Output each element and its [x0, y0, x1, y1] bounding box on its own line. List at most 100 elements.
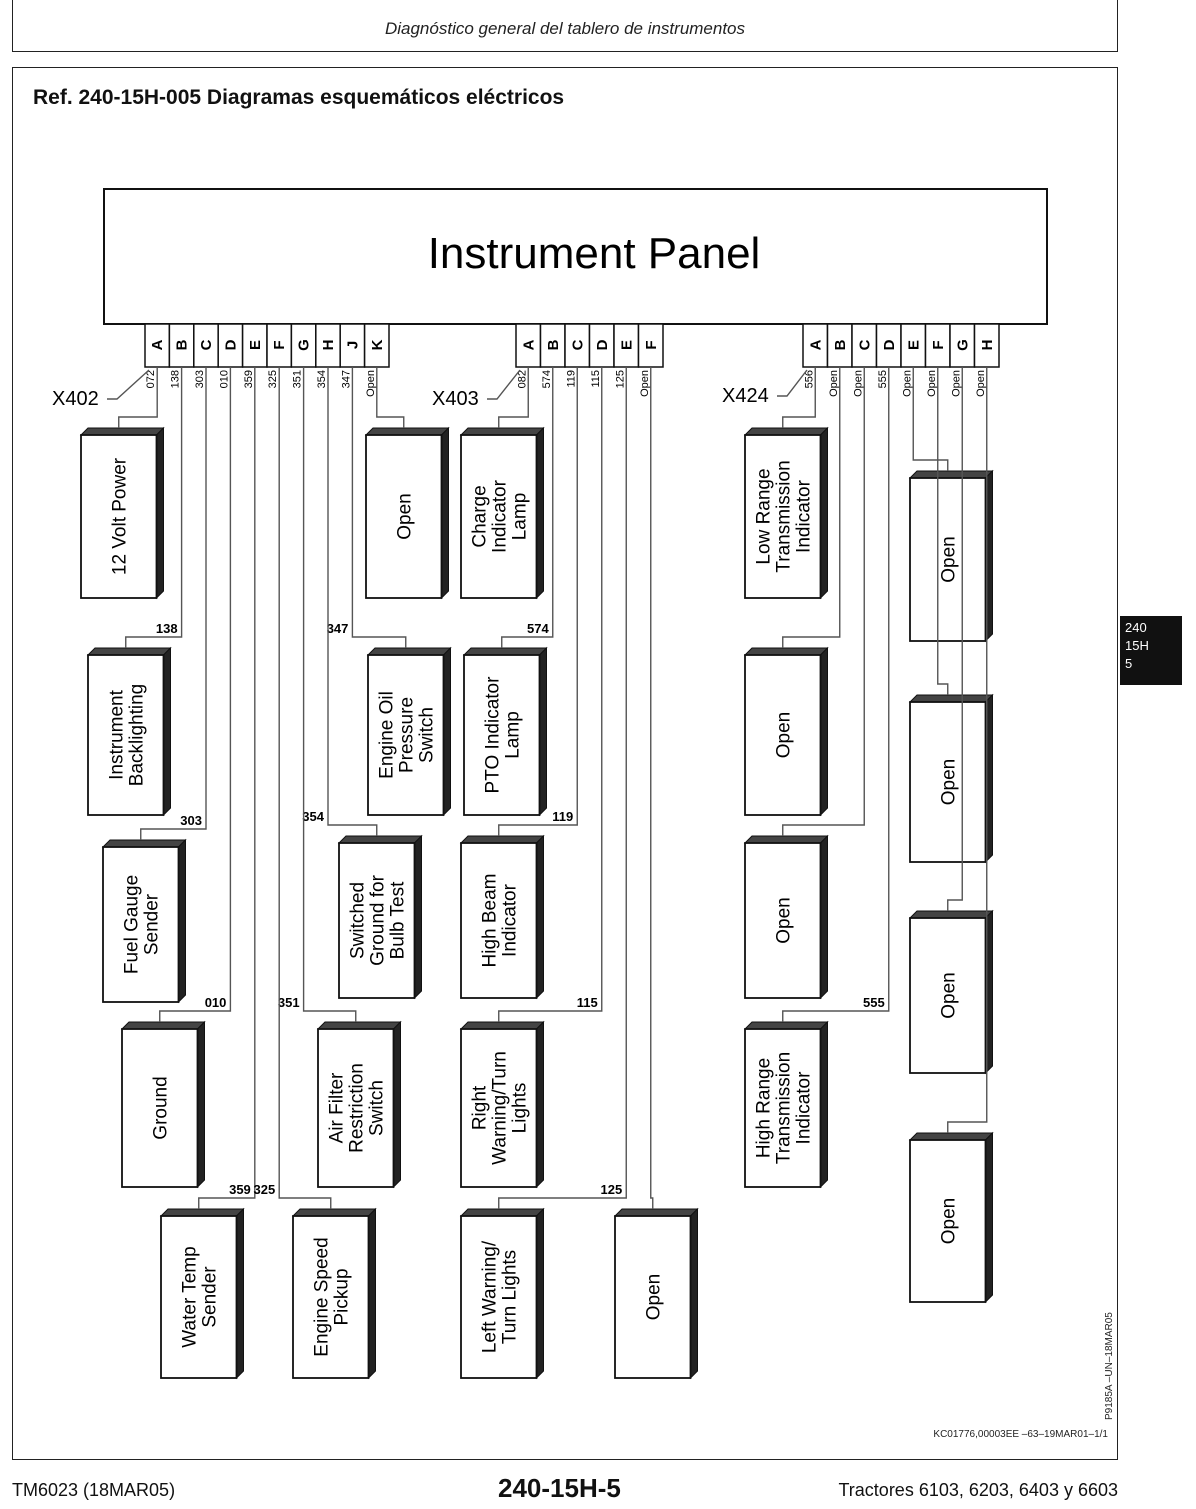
wire [937, 367, 949, 695]
component-box-top [459, 835, 545, 844]
component-label: Transmission [773, 1052, 794, 1164]
component-label: Indicator [499, 883, 520, 957]
component-label: Lamp [509, 493, 530, 541]
component-label: Water Temp [179, 1246, 200, 1347]
component-label: Indicator [793, 479, 814, 553]
wire [118, 367, 158, 428]
connector-pin [315, 323, 341, 368]
wire-number-label: 010 [205, 995, 227, 1010]
connector-wire-number: Open [926, 370, 938, 397]
component-box [367, 654, 445, 816]
component-box-side [368, 1207, 376, 1380]
connector-leader-line [487, 369, 521, 400]
component-box-side [820, 426, 828, 600]
connector-pin [539, 323, 566, 368]
component-box-side [536, 426, 544, 600]
component-box-side [536, 834, 544, 1000]
component-box-top [613, 1208, 699, 1217]
connector-wire-number: 351 [292, 370, 304, 388]
component-label: Engine Oil [376, 691, 397, 779]
connector-wire-number: 574 [541, 370, 553, 388]
component-box-side [441, 426, 449, 600]
connector-pin-label: B [545, 339, 562, 350]
footer-page-number: 240-15H-5 [498, 1473, 621, 1503]
connector-pin [900, 323, 927, 368]
figure-code: P9185A –UN–18MAR05 [1104, 1312, 1115, 1420]
connector-pin [613, 323, 640, 368]
connector-wire-number: 010 [218, 370, 230, 388]
connector-wire-number: 072 [145, 370, 157, 388]
component-box-top [459, 1021, 545, 1030]
component-label: Lamp [502, 711, 523, 759]
component-box-top [908, 910, 994, 919]
wire-number-label: 115 [577, 995, 598, 1010]
component-label: Switch [416, 707, 437, 763]
wire [498, 367, 529, 428]
wire [159, 367, 232, 1022]
component-box-side [985, 1131, 993, 1304]
component-box-top [101, 839, 187, 848]
component-box-top [908, 694, 994, 703]
page-header: Diagnóstico general del tablero de instr… [12, 0, 1118, 52]
component-label: Air Filter [326, 1072, 347, 1143]
connector-pin-label: J [344, 341, 361, 349]
content-frame [12, 67, 1118, 1460]
connector-pin-label: K [369, 339, 386, 350]
component-box-side [156, 426, 164, 600]
component-box-top [159, 1208, 245, 1217]
component-label: Switched [347, 882, 368, 959]
component-box [460, 842, 538, 999]
connector-wire-number: Open [901, 370, 913, 397]
component-box-top [364, 427, 450, 436]
wire-number-label: 359 [229, 1182, 251, 1197]
connector-wire-number: Open [639, 370, 651, 397]
footer-manual-id: TM6023 (18MAR05) [12, 1480, 176, 1500]
connector-wire-number: Open [852, 370, 864, 397]
wire-number-label: 574 [527, 621, 549, 636]
connector-pin [266, 323, 293, 368]
instrument-panel-box [103, 188, 1048, 325]
connector-wire-number: Open [975, 370, 987, 397]
component-box [80, 434, 158, 599]
header-title: Diagnóstico general del tablero de instr… [384, 19, 746, 38]
component-label: Open [773, 897, 794, 943]
connector-pin-label: H [320, 340, 337, 351]
connector-pin-label: G [296, 339, 313, 351]
component-box-top [86, 647, 172, 656]
connector-wire-number: 138 [170, 370, 182, 388]
connector-wire-number: 354 [316, 370, 328, 388]
instrument-panel-label: Instrument Panel [428, 229, 761, 278]
wire [302, 367, 357, 1022]
connector-wire-number: Open [828, 370, 840, 397]
component-label: Pickup [331, 1268, 352, 1325]
component-box-top [459, 1208, 545, 1217]
connector-wire-number: 115 [590, 370, 602, 388]
component-box-side [820, 646, 828, 817]
component-box [121, 1028, 199, 1188]
component-box [744, 654, 822, 816]
connector-pin-label: A [520, 339, 537, 350]
component-label: Indicator [793, 1071, 814, 1145]
component-label: Engine Speed [311, 1237, 332, 1356]
wire [125, 367, 183, 648]
component-box-side [236, 1207, 244, 1380]
component-box-side [443, 646, 451, 817]
wire [198, 367, 256, 1209]
component-box-top [743, 1021, 829, 1030]
component-box-top [291, 1208, 377, 1217]
component-box-top [743, 647, 829, 656]
wire [327, 367, 378, 836]
component-label: Turn Lights [499, 1250, 520, 1344]
connector-pin-label: F [643, 340, 660, 349]
connector-wire-number: 556 [803, 370, 815, 388]
section-tab-line1: 240 [1125, 620, 1147, 635]
component-label: High Beam [479, 874, 500, 968]
wire-number-label: 125 [601, 1182, 623, 1197]
component-label: Charge [469, 485, 490, 547]
component-label: Pressure [396, 697, 417, 773]
component-label: Open [773, 712, 794, 758]
connector-wire-number: 359 [243, 370, 255, 388]
connector-pin [851, 323, 878, 368]
component-label: Fuel Gauge [121, 875, 142, 974]
